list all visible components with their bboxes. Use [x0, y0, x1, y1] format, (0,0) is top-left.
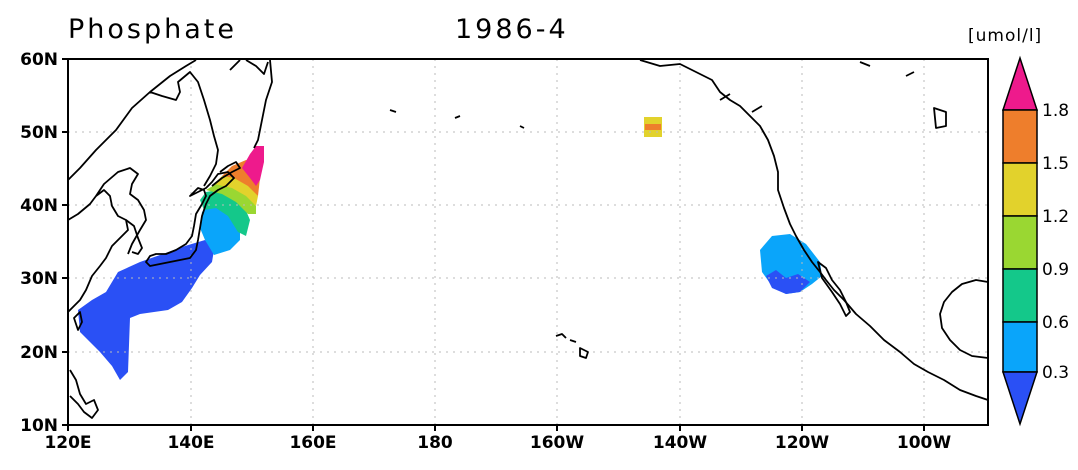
- colorbar-bin-0.9-1.2: [1002, 215, 1038, 270]
- colorbar-top-arrow: [1001, 55, 1039, 111]
- map-frame: [67, 58, 989, 426]
- shade-low-wnp: [78, 240, 214, 380]
- colorbar-label-0.9: 0.9: [1042, 260, 1069, 280]
- shade-goa-orange: [645, 124, 661, 130]
- grid: [68, 59, 988, 425]
- coast-kamchatka: [229, 59, 273, 149]
- coast-baja: [817, 261, 851, 317]
- coast-north-america: [639, 59, 989, 401]
- lon-label-160w: 160W: [530, 433, 584, 453]
- colorbar-bottom-arrow: [1001, 371, 1039, 427]
- map-title-variable: Phosphate: [68, 14, 237, 45]
- lon-label-120e: 120E: [44, 433, 91, 453]
- coast-korea: [125, 219, 143, 255]
- lon-label-140w: 140W: [653, 433, 707, 453]
- lon-labels: 120E 140E 160E 180 160W 140W 120W 100W: [44, 433, 951, 453]
- coast-aleutian-bits: [389, 109, 525, 129]
- coast-philippines: [69, 369, 99, 419]
- colorbar-label-1.2: 1.2: [1042, 207, 1069, 227]
- colorbar-label-0.6: 0.6: [1042, 313, 1069, 333]
- lat-ticks: [62, 58, 68, 426]
- coast-taiwan: [73, 311, 83, 331]
- lat-label-20n: 20N: [20, 343, 58, 363]
- colorbar: [1001, 55, 1039, 427]
- lat-label-50n: 50N: [20, 123, 58, 143]
- colorbar-bin-1.5-1.8: [1002, 109, 1038, 164]
- coastlines: [67, 59, 989, 419]
- map-title-date: 1986-4: [455, 14, 569, 45]
- lat-label-30n: 30N: [20, 269, 58, 289]
- colorbar-label-1.5: 1.5: [1042, 154, 1069, 174]
- colorbar-bin-1.2-1.5: [1002, 162, 1038, 217]
- coast-asia: [67, 59, 219, 313]
- colorbar-bin-0.3-0.6: [1002, 321, 1038, 373]
- lon-ticks: [67, 425, 925, 431]
- lon-label-140e: 140E: [167, 433, 214, 453]
- phosphate-shading: [78, 117, 822, 380]
- lat-label-10n: 10N: [20, 416, 58, 436]
- coast-hawaii: [555, 333, 589, 359]
- shade-baja-blue: [766, 270, 810, 294]
- lat-label-40n: 40N: [20, 196, 58, 216]
- colorbar-labels: 1.8 1.5 1.2 0.9 0.6 0.3: [1042, 101, 1069, 383]
- shade-kurils-magenta: [242, 146, 264, 186]
- lat-labels: 60N 50N 40N 30N 20N 10N: [20, 50, 58, 436]
- lon-label-160e: 160E: [289, 433, 336, 453]
- coast-hokkaido: [211, 161, 241, 187]
- shade-offtohoku-yellow: [214, 176, 258, 206]
- colorbar-unit: [umol/l]: [968, 26, 1043, 46]
- coast-gulf-mexico: [939, 279, 989, 359]
- lon-label-100w: 100W: [897, 433, 951, 453]
- lat-label-60n: 60N: [20, 50, 58, 70]
- coast-japan: [145, 171, 235, 267]
- colorbar-label-1.8: 1.8: [1042, 101, 1069, 121]
- lon-label-180: 180: [417, 433, 453, 453]
- coast-ak-islands: [719, 61, 947, 129]
- colorbar-bin-0.6-0.9: [1002, 268, 1038, 323]
- lon-label-120w: 120W: [775, 433, 829, 453]
- shade-offtohoku-yg: [206, 184, 256, 214]
- colorbar-label-0.3: 0.3: [1042, 363, 1069, 383]
